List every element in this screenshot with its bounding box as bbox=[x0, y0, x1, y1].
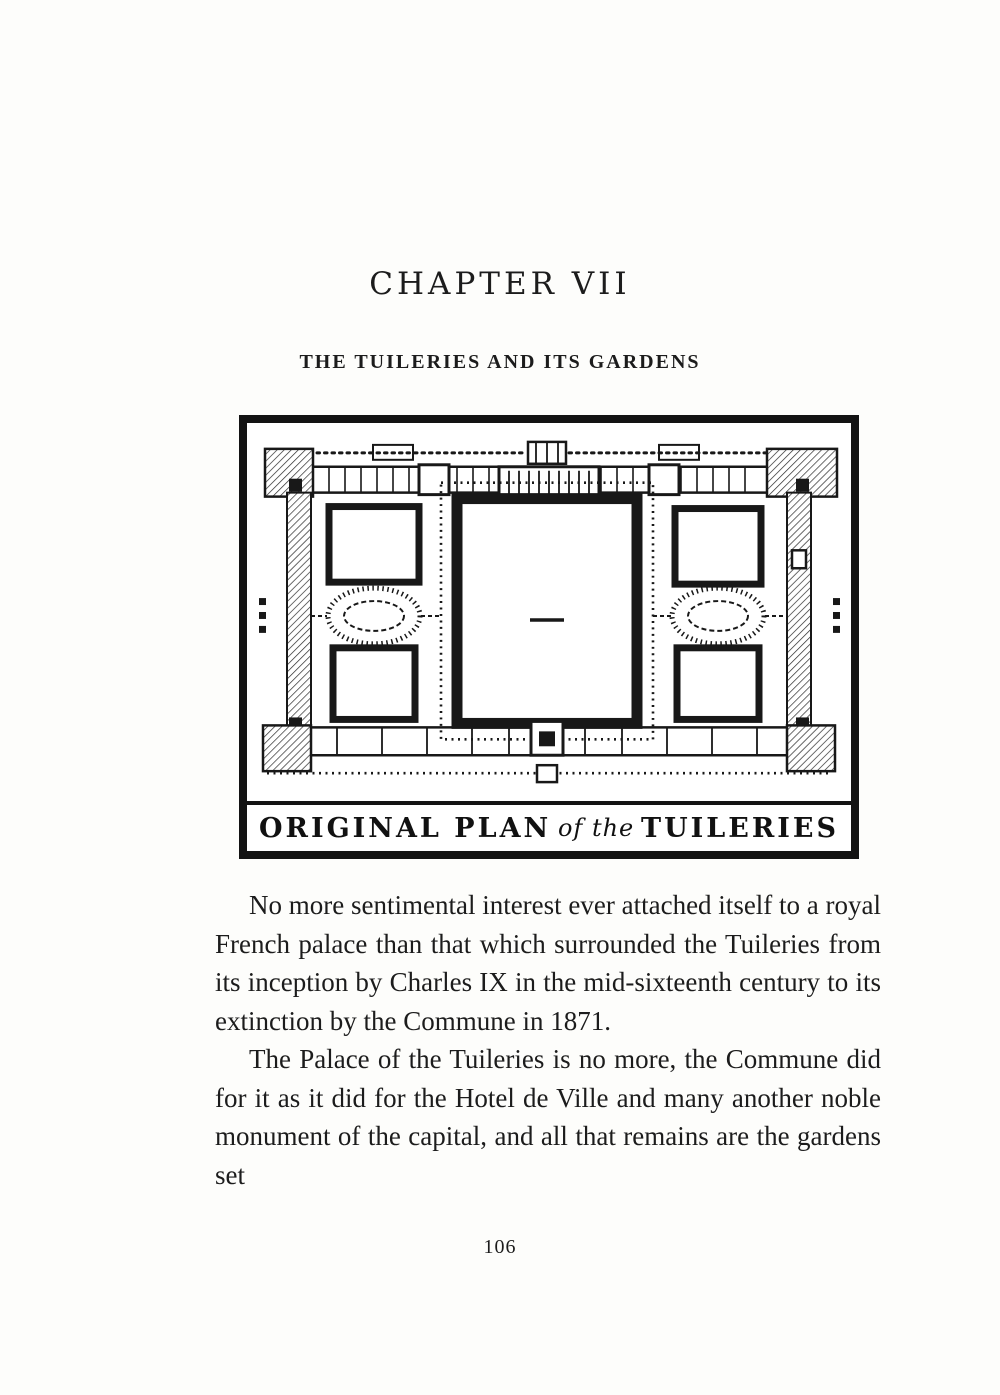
page-number: 106 bbox=[483, 1236, 517, 1258]
paragraph-1: No more sentimental interest ever attach… bbox=[215, 890, 882, 1036]
figure-frame: ORIGINAL PLAN of the TUILERIES bbox=[239, 415, 859, 859]
caption-text-mid: of the bbox=[557, 814, 635, 842]
chapter-heading: CHAPTER VII bbox=[369, 266, 631, 302]
caption-text-right: TUILERIES bbox=[641, 812, 839, 844]
caption-text-left: ORIGINAL PLAN bbox=[259, 812, 552, 844]
section-heading: THE TUILERIES AND ITS GARDENS bbox=[299, 351, 701, 373]
body-text-block: No more sentimental interest ever attach… bbox=[215, 886, 881, 1194]
tuileries-plan-drawing bbox=[247, 423, 851, 801]
figure-caption: ORIGINAL PLAN of the TUILERIES bbox=[247, 801, 851, 851]
paragraph-2: The Palace of the Tuileries is no more, … bbox=[215, 1044, 881, 1190]
